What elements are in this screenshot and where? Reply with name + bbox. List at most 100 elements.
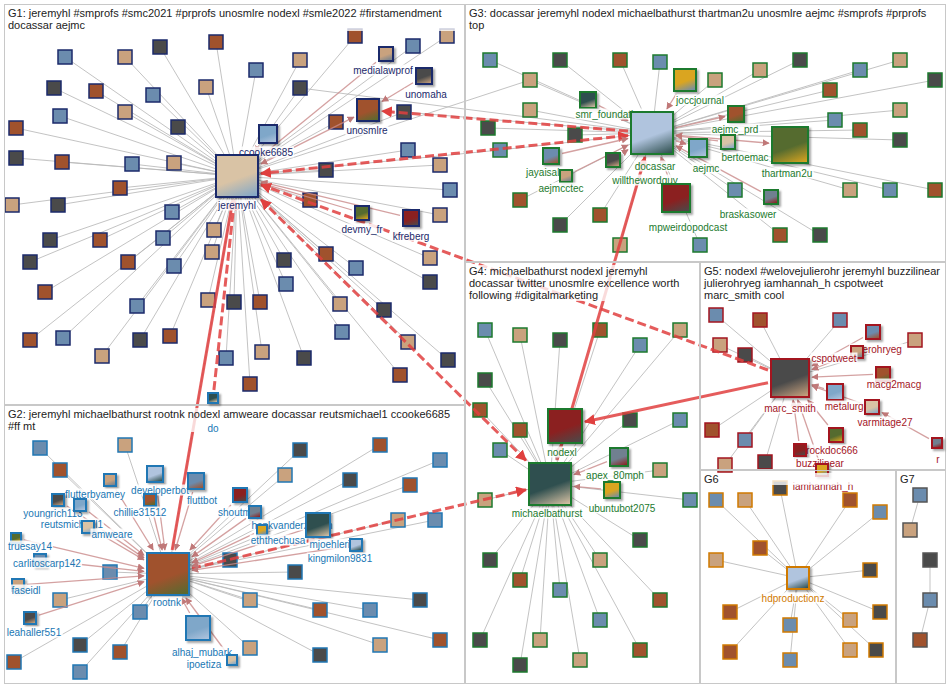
group-header: G5: nodexl #welovejulierohr jeremyhl buz… <box>704 265 940 301</box>
vertex-avatar: ubuntubot2075 <box>603 481 621 499</box>
edge-line <box>261 182 400 216</box>
edge-line <box>261 136 628 174</box>
vertex-label: faseidl <box>11 585 42 596</box>
edge-line <box>192 534 254 563</box>
vertex-avatar: aejmcctec <box>559 169 573 183</box>
group-header: G4: michaelbathurst nodexl jeremyhl doca… <box>469 265 694 301</box>
vertex-label: medialawprof <box>352 65 413 76</box>
edge-line <box>575 145 628 172</box>
vertex-avatar: medialawprof <box>378 46 394 62</box>
edge-line <box>623 150 628 154</box>
edge-line <box>574 486 601 489</box>
vertex-label: eththechusa <box>250 535 307 546</box>
group-panel: G2: jeremyhl michaelbathurst rootnk node… <box>4 405 465 684</box>
vertex-avatar: joccjournal <box>673 68 697 92</box>
vertex-label: chillie31512 <box>113 507 168 518</box>
edge-line <box>812 374 873 377</box>
vertex-label: do <box>206 423 219 434</box>
vertex-avatar: ipoetiza <box>226 654 238 666</box>
vertex-avatar: michaelbathurst <box>528 462 572 506</box>
vertex-label: carlitoscarp142 <box>12 558 82 569</box>
vertex-avatar: hdproductionz <box>786 566 810 590</box>
vertex-avatar: r <box>931 437 943 449</box>
vertex-label: docassar <box>634 161 677 172</box>
vertex-avatar: aejmc <box>688 138 708 158</box>
edge-line <box>172 200 233 550</box>
vertex-label: leahaller551 <box>6 627 63 638</box>
vertex-label: thartman2u <box>761 168 814 179</box>
vertex-avatar: reutsmichael1 <box>73 498 87 512</box>
vertex-label: truesay14 <box>7 541 53 552</box>
vertex-label: braskasower <box>719 209 778 220</box>
edge-line <box>261 185 768 370</box>
vertex-avatar: devmy_fr <box>354 205 370 221</box>
spoke-lines <box>488 60 935 245</box>
vertex-avatar: kingmilon9831 <box>349 538 363 552</box>
vertex-avatar: mjoehlerich <box>305 512 331 538</box>
vertex-avatar: cspotweet <box>850 345 864 359</box>
vertex-avatar: aejmc_prd <box>727 105 745 123</box>
vertex-avatar: docassar <box>630 111 674 155</box>
vertex-avatar: apex_80mph <box>609 447 629 467</box>
vertex-avatar: leahaller551 <box>23 611 37 625</box>
vertex-avatar: jayaisales <box>542 147 560 165</box>
group-3-spokes <box>481 53 942 252</box>
vertex-avatar: unomaha <box>415 67 433 85</box>
vertex-avatar: mpweirdopodcast <box>661 183 691 213</box>
avatar-icons <box>903 488 937 647</box>
vertex-label: alhaj_mubark <box>171 647 233 658</box>
spoke-lines <box>716 488 880 660</box>
vertex-label: michaelbathurst <box>511 508 584 519</box>
vertex-avatar: alhaj_mubark <box>185 615 211 641</box>
vertex-avatar: faseidl <box>11 578 25 592</box>
vertex-label: unosmlre <box>345 125 388 136</box>
vertex-avatar: jeremyhl <box>215 154 259 198</box>
vertex-label: rootnk <box>152 597 182 608</box>
vertex-avatar: nodexl <box>547 408 583 444</box>
vertex-avatar: henkvanderzwaan <box>248 505 262 519</box>
vertex-label: fluttbot <box>186 495 218 506</box>
vertex-avatar: shoutmgb <box>232 487 248 503</box>
edge-line <box>585 383 768 422</box>
vertex-label: amweare <box>90 529 133 540</box>
group-panel: G6 hdproductionz <box>700 470 896 684</box>
avatar-icons <box>7 438 447 679</box>
vertex-avatar: thartman2u <box>771 126 809 164</box>
vertex-label: aejmc <box>692 163 721 174</box>
vertex-avatar: varmitage27 <box>864 399 880 415</box>
vertex-label: aejmc_prd <box>711 124 760 135</box>
group-2-spokes <box>7 438 447 679</box>
vertex-avatar: macg2macg <box>875 366 891 382</box>
edge-line <box>261 183 352 210</box>
group-panel: G3: docassar jeremyhl nodexl michaelbath… <box>465 4 946 262</box>
edge-line <box>214 200 235 390</box>
edge-line <box>181 598 189 613</box>
group-7-pairs <box>903 488 937 647</box>
vertex-label: devmy_fr <box>340 224 383 235</box>
vertex-avatar: metalurge <box>826 383 844 401</box>
group-header: G1: jeremyhl #smprofs #smc2021 #prprofs … <box>8 7 459 31</box>
vertex-label: kingmilon9831 <box>307 553 374 564</box>
vertex-label: ipoetiza <box>186 659 222 670</box>
vertex-avatar: unosmlre <box>356 98 380 122</box>
vertex-label: ubuntubot2075 <box>588 503 657 514</box>
vertex-avatar: fluttbot <box>187 472 205 490</box>
edge-line <box>676 141 686 144</box>
vertex-label: varmitage27 <box>856 417 913 428</box>
group-6-spokes <box>709 481 887 667</box>
group-1-spokes <box>5 29 652 574</box>
vertex-avatar: truesay14 <box>10 532 22 544</box>
vertex-label: r <box>935 454 940 465</box>
vertex-avatar: julierohryeg <box>865 324 881 340</box>
avatar-icons <box>5 29 457 391</box>
group-header: G6 <box>704 473 890 485</box>
vertex-label: rockdoc666 <box>805 445 859 456</box>
vertex-label: joccjournal <box>675 95 725 106</box>
spoke-lines <box>12 36 652 574</box>
vertex-label: macg2macg <box>866 379 922 390</box>
vertex-avatar: developerbot <box>146 465 164 483</box>
group-panel: G4: michaelbathurst nodexl jeremyhl doca… <box>465 262 700 684</box>
edge-line <box>186 598 226 652</box>
vertex-avatar: amweare <box>81 520 95 534</box>
vertex-label: kfreberg <box>392 231 431 242</box>
